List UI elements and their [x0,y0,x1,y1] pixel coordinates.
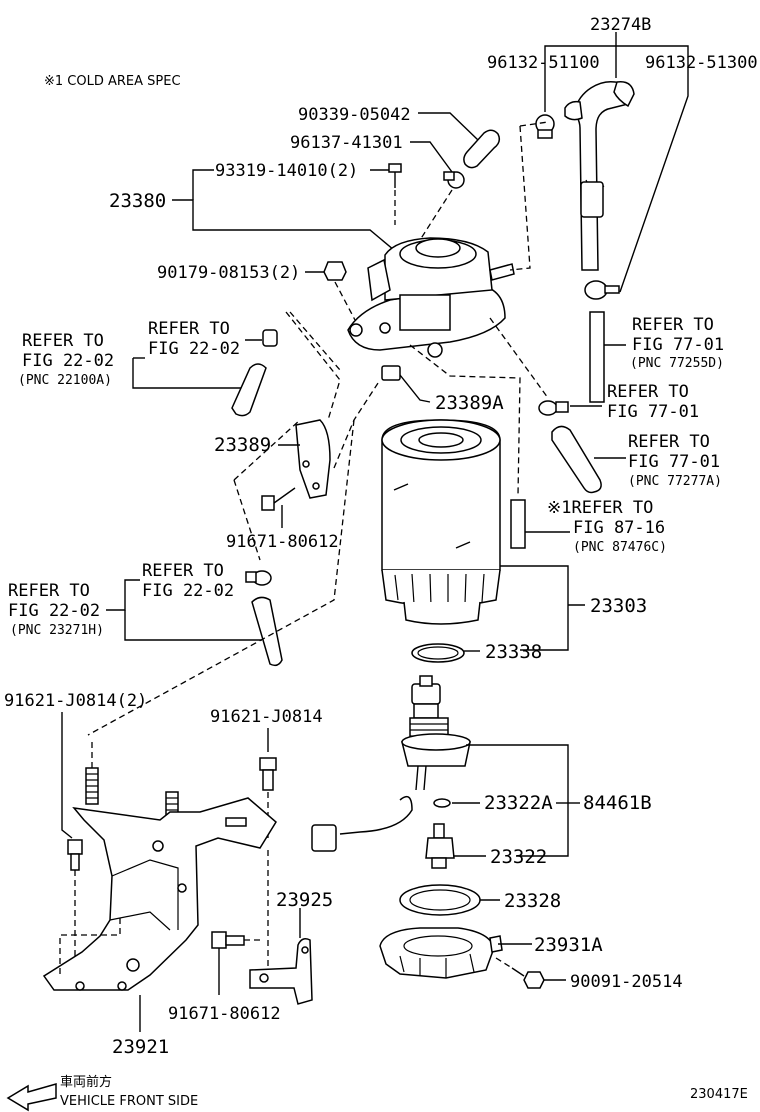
part-90091-20514: 90091-20514 [570,972,683,992]
o-ring-23322A [433,798,451,808]
hose-77255D [589,311,605,403]
ref5-line2: FIG 77-01 [628,452,720,472]
ref7-line2: FIG 22-02 [142,581,234,601]
hose-23271H [251,596,283,667]
part-23389A: 23389A [435,392,504,414]
screw-90091-icon [511,967,545,989]
part-23322A: 23322A [484,792,553,814]
hose-clip-96137 [443,171,465,189]
ref6-line2: FIG 87-16 [573,518,665,538]
bracket-23921 [42,797,277,991]
vehicle-front-arrow-icon [6,1083,57,1112]
part-96132-51100: 96132-51100 [487,53,600,73]
bolt-91621-icon [67,839,83,871]
bolt-91671-icon [261,487,296,511]
part-23322: 23322 [490,846,547,868]
part-91671-80612-lower: 91671-80612 [168,1004,281,1024]
part-23274B: 23274B [590,15,651,35]
ref1-pnc: (PNC 22100A) [18,373,112,388]
nut-90179-icon [323,261,347,281]
hose-77277A [551,425,602,494]
ref6-line1: ※1REFER TO [547,498,653,518]
ref3-line2: FIG 77-01 [632,335,724,355]
part-91671-80612-upper: 91671-80612 [226,532,339,552]
ref8-line1: REFER TO [8,581,90,601]
hose-clip-icon [245,570,272,586]
ref5-pnc: (PNC 77277A) [628,474,722,489]
ref2-line1: REFER TO [148,319,230,339]
filter-head-23380 [347,237,515,358]
figure-id: 230417E [690,1087,748,1102]
part-23338: 23338 [485,641,542,663]
sensor-plug-23322 [425,823,455,869]
ref3-line1: REFER TO [632,315,714,335]
ref8-line2: FIG 22-02 [8,601,100,621]
hose-87476C [510,499,526,549]
hose-clip-icon [262,329,278,347]
hose-clip-icon [538,400,569,416]
part-90339-05042: 90339-05042 [298,105,411,125]
bracket-23389 [295,419,331,499]
screw-93319-icon [388,163,402,188]
bolt-91621-icon [259,757,277,791]
bracket-23925 [249,938,313,1005]
part-90179-08153: 90179-08153(2) [157,263,300,283]
part-23380: 23380 [109,190,166,212]
part-23303: 23303 [590,595,647,617]
vehicle-front-jp: 車両前方 [60,1074,112,1090]
ref6-pnc: (PNC 87476C) [573,540,667,555]
ref1-line1: REFER TO [22,331,104,351]
part-23328: 23328 [504,890,561,912]
hose-22100A [231,363,267,417]
part-23925: 23925 [276,889,333,911]
part-91621-J0814-2: 91621-J0814(2) [4,691,147,711]
ref1-line2: FIG 22-02 [22,351,114,371]
ref3-pnc: (PNC 77255D) [630,356,724,371]
vehicle-front-en: VEHICLE FRONT SIDE [60,1094,198,1109]
bolt-91671-icon [211,931,245,949]
hose-clamp-icon [535,114,555,139]
part-91621-J0814: 91621-J0814 [210,707,323,727]
bolt-91621-icon [85,767,99,805]
water-sensor-84461B [311,675,471,852]
retainer-23931A [379,927,503,979]
ref7-line1: REFER TO [142,561,224,581]
cold-area-note: ※1 COLD AREA SPEC [44,74,181,89]
part-84461B: 84461B [583,792,652,814]
small-hose-90339 [463,129,501,169]
part-23389: 23389 [214,434,271,456]
part-23921: 23921 [112,1036,169,1058]
ref5-line1: REFER TO [628,432,710,452]
ref4-line1: REFER TO [607,382,689,402]
part-96137-41301: 96137-41301 [290,133,403,153]
ref4-line2: FIG 77-01 [607,402,699,422]
hose-clamp-icon [584,280,620,300]
part-93319-14010: 93319-14010(2) [215,161,358,181]
clamp-23389A-icon [381,365,401,381]
ref2-line2: FIG 22-02 [148,339,240,359]
part-96132-51300: 96132-51300 [645,53,758,73]
part-23931A: 23931A [534,934,603,956]
fuel-filter-23303 [381,419,501,625]
hose-assembly-23274B [544,32,689,293]
ref8-pnc: (PNC 23271H) [10,623,104,638]
